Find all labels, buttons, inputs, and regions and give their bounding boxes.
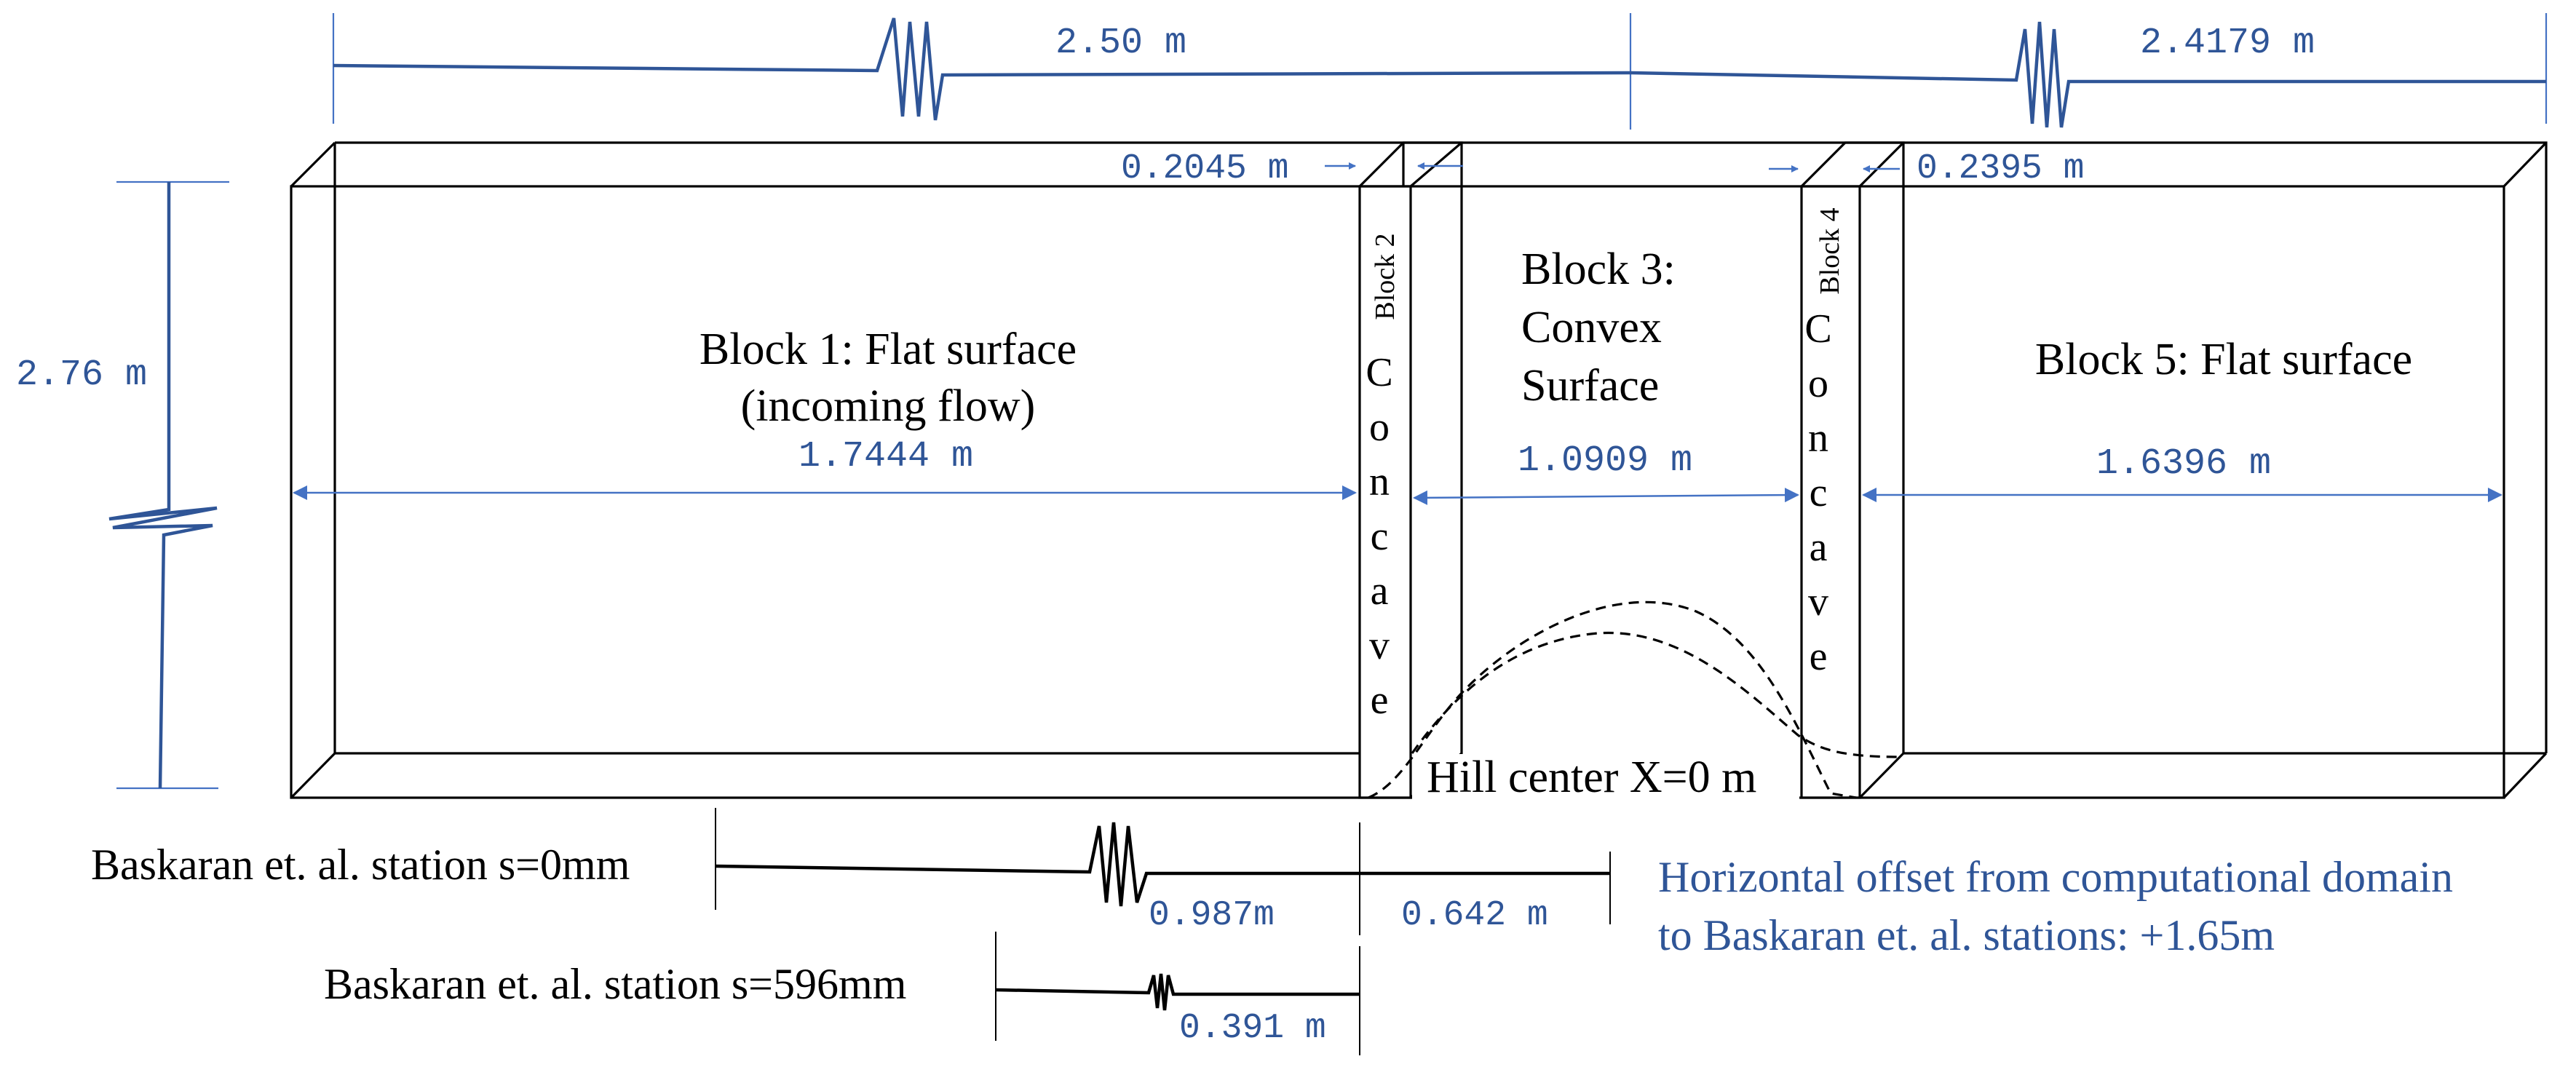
dim-station596: 0.391 m (1179, 1009, 1326, 1048)
station596-label: Baskaran et. al. station s=596mm (324, 960, 906, 1008)
block3-line2: Convex (1521, 303, 1662, 352)
station596-dimension (995, 932, 1360, 1055)
concave-letter: v (1808, 579, 1828, 624)
block4-label: Block 4 (1815, 207, 1845, 294)
hill-profile (1368, 600, 1902, 799)
dim-top-left: 2.50 m (1055, 23, 1186, 64)
concave-letter: a (1371, 568, 1389, 614)
concave-letter: a (1810, 525, 1828, 570)
concave-letter: C (1804, 306, 1831, 352)
block5-title: Block 5: Flat surface (2035, 335, 2412, 384)
concave-letter: n (1369, 459, 1390, 504)
dim-block4-width: 0.2395 m (1917, 149, 2084, 189)
block2-label: Block 2 (1370, 233, 1400, 320)
height-dimension (108, 181, 229, 790)
block1-subtitle: (incoming flow) (741, 381, 1036, 431)
concave-letter: o (1808, 361, 1828, 406)
domain-outline (290, 141, 2548, 799)
hill-center-label: Hill center X=0 m (1427, 753, 1756, 802)
block1-title: Block 1: Flat surface (700, 325, 1077, 374)
dim-station0-right: 0.642 m (1401, 896, 1548, 935)
concave-letter: e (1371, 678, 1389, 723)
offset-note-line2: to Baskaran et. al. stations: +1.65m (1658, 911, 2275, 959)
concave-letter: v (1369, 623, 1390, 668)
dim-top-right: 2.4179 m (2140, 23, 2315, 64)
station0-label: Baskaran et. al. station s=0mm (91, 841, 630, 889)
block3-line1: Block 3: (1521, 245, 1676, 294)
block3-line3: Surface (1521, 361, 1659, 410)
top-dimension-right (1630, 13, 2548, 128)
dim-block5-length: 1.6396 m (2096, 443, 2271, 485)
dim-station0-left: 0.987m (1149, 896, 1275, 935)
concave-letter: n (1808, 416, 1828, 461)
dim-height: 2.76 m (16, 354, 147, 396)
concave-letter: c (1810, 470, 1828, 515)
station0-dimension (715, 808, 1611, 935)
dim-block1-length: 1.7444 m (798, 436, 973, 477)
offset-note-line1: Horizontal offset from computational dom… (1658, 853, 2453, 901)
top-dimension-left (332, 13, 1632, 130)
block-length-dims (293, 485, 2502, 505)
concave-letter: e (1810, 634, 1828, 679)
dim-block3-length: 1.0909 m (1518, 440, 1692, 482)
concave-letter: c (1371, 514, 1389, 559)
hill-gap (1412, 754, 1799, 805)
dim-block2-width: 0.2045 m (1121, 149, 1288, 189)
concave-letter: o (1369, 405, 1390, 450)
concave-letter: C (1366, 350, 1392, 395)
